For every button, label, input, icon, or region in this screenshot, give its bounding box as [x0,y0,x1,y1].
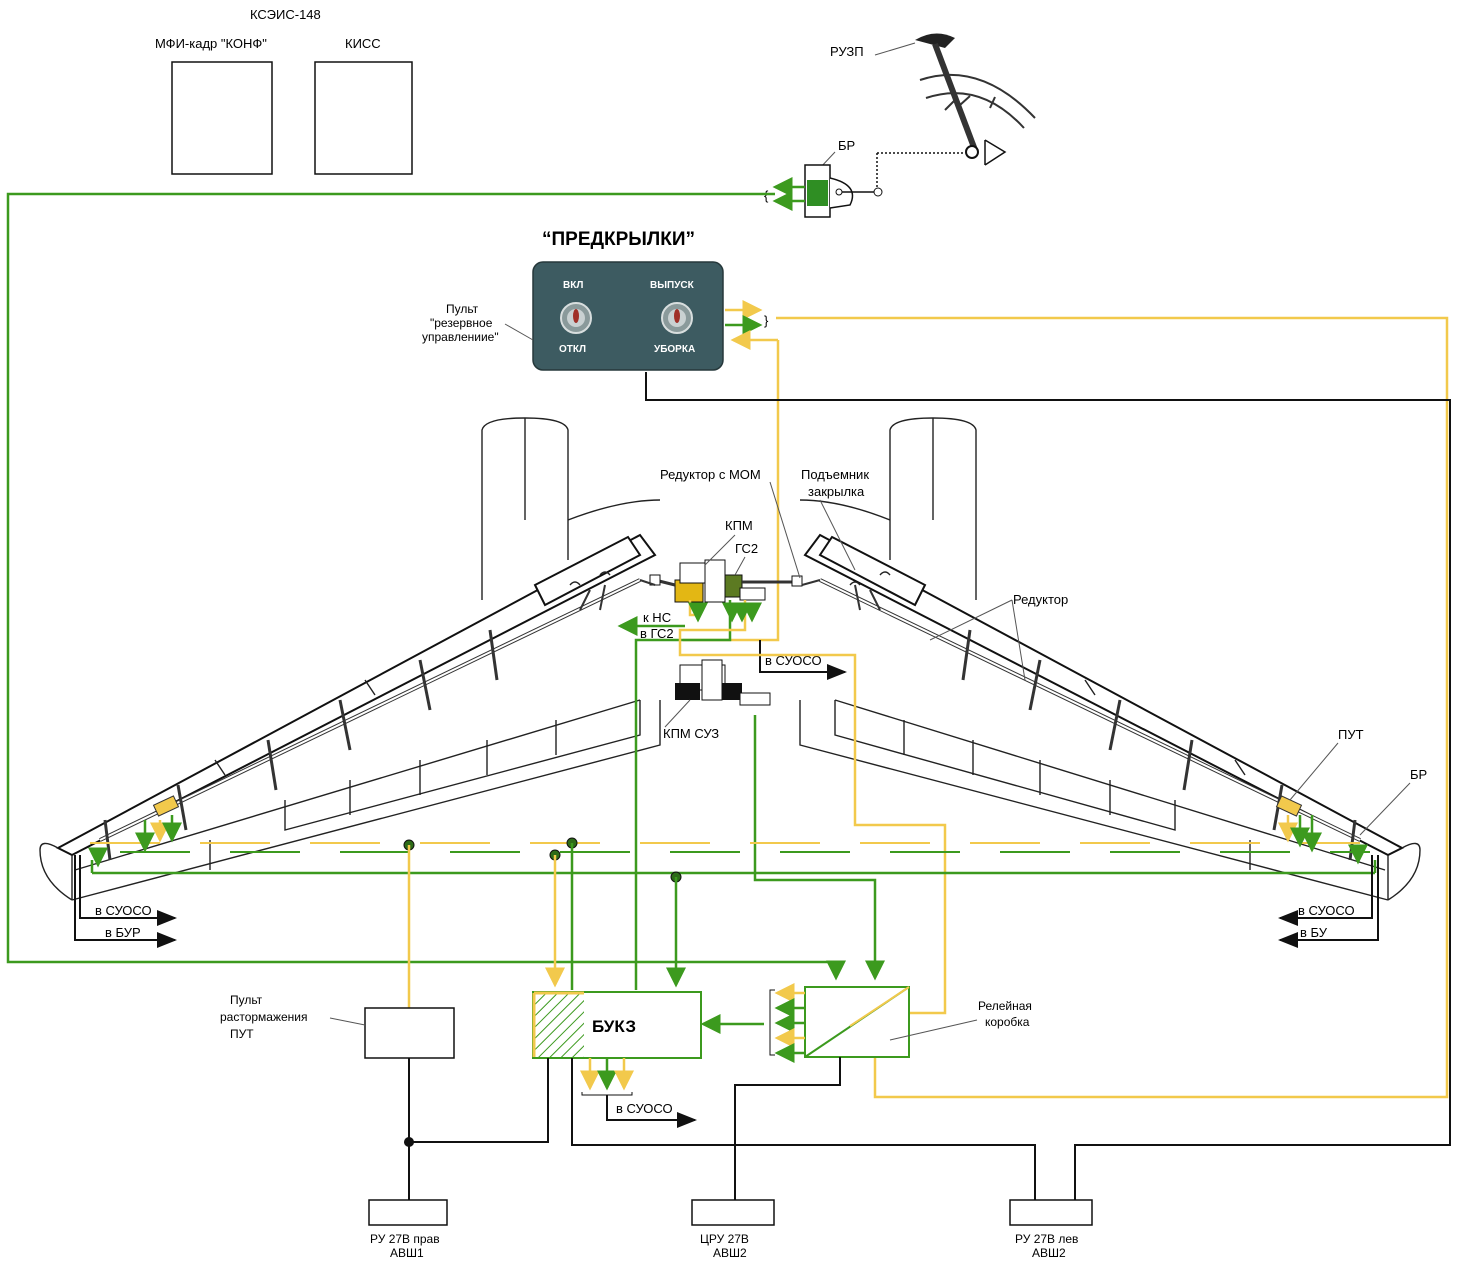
relay-box: Релейная коробка [700,983,1032,1063]
to-gs2-label: в ГС2 [640,626,674,641]
left-to-suoso-label: в СУОСО [95,903,152,918]
reductor-label: Редуктор [1013,592,1068,607]
switch-on-label: ВКЛ [563,280,583,291]
svg-text:АВШ1: АВШ1 [390,1246,424,1260]
right-engine [799,417,977,600]
kpm-suz-label: КПМ СУЗ [663,726,719,741]
left-engine [481,417,661,600]
reserve-control-panel: ВКЛ ОТКЛ ВЫПУСК УБОРКА [532,261,724,371]
svg-text:АВШ2: АВШ2 [1032,1246,1066,1260]
put-label: ПУТ [1338,727,1364,742]
br-top-label: БР [838,138,855,153]
relay-box-label-1: Релейная [978,999,1032,1013]
flap-lift-label-1: Подъемник [801,467,869,482]
svg-text:управлениие": управлениие" [422,330,499,344]
central-gearbox [639,559,821,603]
svg-text:ПУТ: ПУТ [230,1027,254,1041]
relay-box-label-2: коробка [985,1015,1030,1029]
bukz-label: БУКЗ [592,1017,636,1036]
kiss-screen [314,61,413,175]
svg-text:ЦРУ 27В: ЦРУ 27В [700,1232,749,1246]
panel-caption: Пульт "резервное управлениие" [422,302,534,344]
panel-body [532,261,724,371]
svg-text:Пульт: Пульт [446,302,479,316]
gearbox-mom-label: Редуктор с МОМ [660,467,761,482]
svg-text:АВШ2: АВШ2 [713,1246,747,1260]
kpm-suz-block [675,659,771,706]
svg-text:{: { [764,188,769,203]
power-cru: ЦРУ 27В АВШ2 [691,1199,775,1260]
ruzp-label: РУЗП [830,44,864,59]
mfi-frame-label: МФИ-кадр "КОНФ" [155,36,267,51]
gs2-label: ГС2 [735,541,758,556]
toggle-switch-extend-retract[interactable] [661,302,693,334]
right-to-suoso-label: в СУОСО [1298,903,1355,918]
right-br-label: БР [1410,767,1427,782]
ruzp-lever: РУЗП [830,33,1036,190]
toggle-switch-power[interactable] [560,302,592,334]
to-ns-label: к НС [643,610,671,625]
svg-text:"резервное: "резервное [430,316,493,330]
put-release-panel: Пульт растормажения ПУТ [220,993,455,1059]
right-wing [799,533,1421,901]
right-to-bu-label: в БУ [1300,925,1328,940]
switch-off-label: ОТКЛ [559,344,586,355]
svg-text:РУ 27В прав: РУ 27В прав [370,1232,440,1246]
slats-title: “ПРЕДКРЫЛКИ” [542,229,695,250]
ksais-block: КСЭИС-148 МФИ-кадр "КОНФ" КИСС [155,7,413,175]
br-sensor-top: БР { [764,138,883,218]
power-ru-right: РУ 27В прав АВШ1 [368,1199,448,1260]
power-ru-left: РУ 27В лев АВШ2 [1009,1199,1093,1260]
svg-text:}: } [764,313,769,328]
fuselage-to-suoso-label: в СУОСО [765,653,822,668]
svg-text:РУ 27В лев: РУ 27В лев [1015,1232,1078,1246]
mfi-screen [171,61,273,175]
svg-text:растормажения: растормажения [220,1010,308,1024]
kpm-label: КПМ [725,518,753,533]
flap-lift-label-2: закрылка [808,484,865,499]
switch-retract-label: УБОРКА [654,344,695,355]
svg-text:Пульт: Пульт [230,993,263,1007]
bukz-unit: БУКЗ в СУОСО [532,991,702,1128]
kiss-label: КИСС [345,36,381,51]
left-to-bur-label: в БУР [105,925,141,940]
switch-extend-label: ВЫПУСК [650,280,695,291]
ksais-label: КСЭИС-148 [250,7,321,22]
bukz-to-suoso-label: в СУОСО [616,1101,673,1116]
